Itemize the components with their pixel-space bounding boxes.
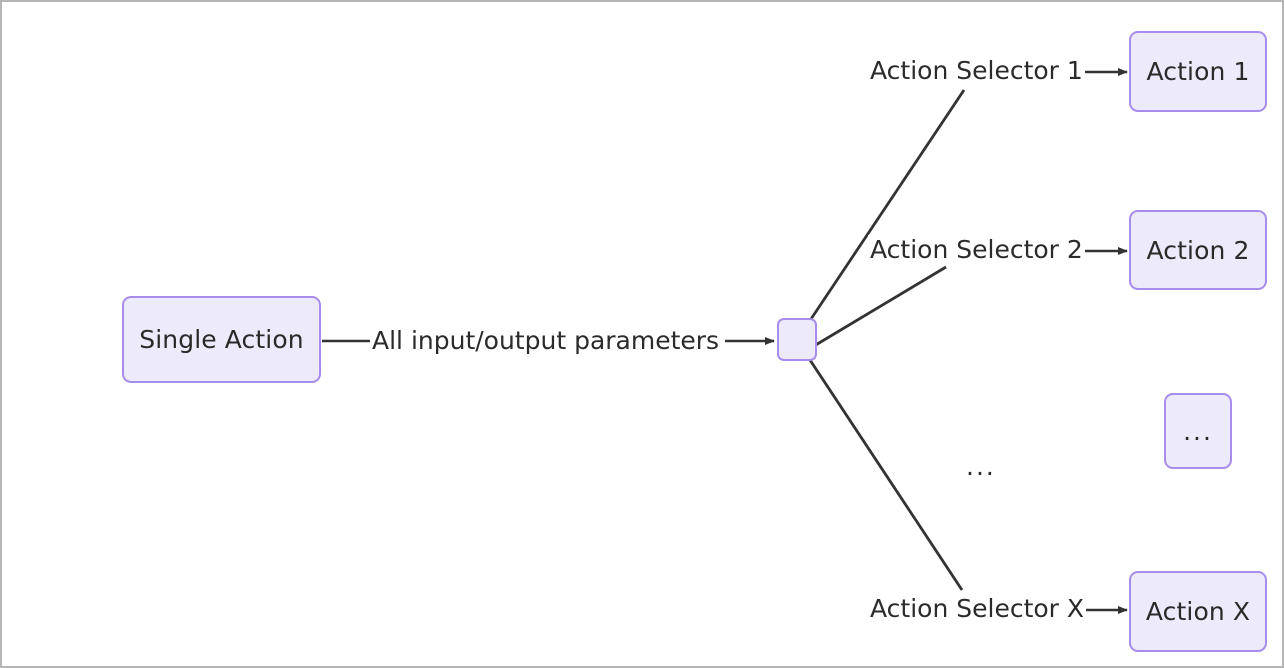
node-action-x[interactable]: Action X [1129, 571, 1267, 652]
edge-label-action-selector-1: Action Selector 1 [868, 56, 1085, 86]
edge-hub-to-selector-2 [813, 265, 947, 348]
edge-label-all-input-output-parameters: All input/output parameters [370, 326, 722, 356]
node-action-ellipsis[interactable]: ... [1164, 393, 1232, 469]
edge-hub-to-selector-x [808, 359, 964, 591]
edge-label-action-selector-2: Action Selector 2 [868, 235, 1085, 265]
node-action-2[interactable]: Action 2 [1129, 210, 1267, 290]
node-action-hub[interactable] [777, 318, 817, 361]
edge-hub-to-selector-1 [807, 89, 966, 323]
node-action-1[interactable]: Action 1 [1129, 31, 1267, 112]
edge-label-action-selector-x: Action Selector X [868, 594, 1087, 624]
node-single-action[interactable]: Single Action [122, 296, 321, 383]
edge-label-ellipsis: ... [966, 452, 996, 481]
